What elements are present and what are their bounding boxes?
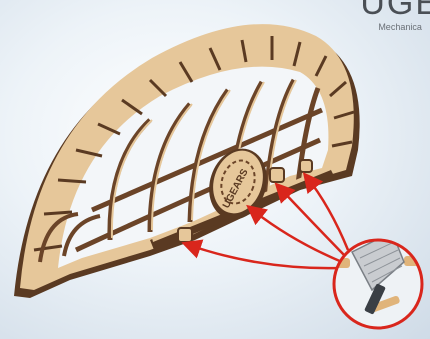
locking-tab [178, 228, 192, 242]
arrow [186, 244, 340, 268]
arrow [250, 208, 342, 262]
locking-tab [300, 160, 312, 172]
locking-tab [270, 168, 284, 182]
